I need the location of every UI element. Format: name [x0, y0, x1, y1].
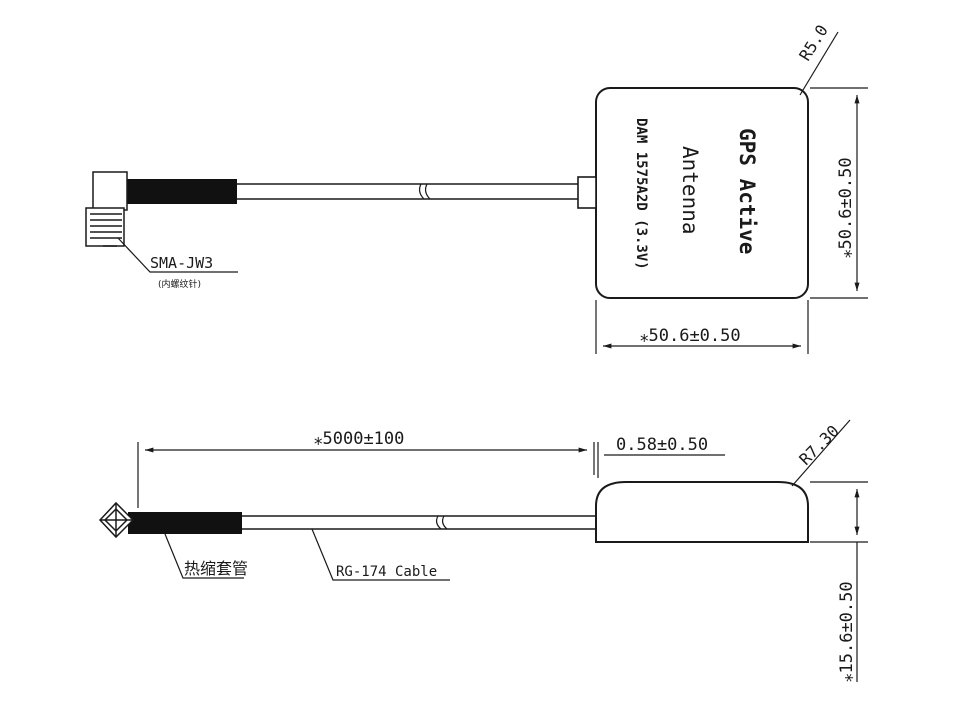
- antenna-body-side: [595, 481, 809, 543]
- cable-top: [236, 183, 578, 200]
- connector-leader: [117, 237, 238, 273]
- connector-note: (内螺纹针): [158, 278, 201, 290]
- heatshrink-top: [125, 179, 237, 204]
- antenna-label-model: DAM 1575A2D (3.3V): [633, 118, 649, 270]
- sma-connector-top: [85, 171, 128, 247]
- heatshrink-side: [128, 512, 242, 534]
- cable-leader: [311, 528, 450, 581]
- side-view: ⁎5000±100 0.58±0.50 R7.30 ⁎15.6±0.50 热缩套…: [98, 419, 868, 682]
- sma-connector-side: [98, 501, 135, 539]
- width-dim-top: ⁎50.6±0.50: [640, 326, 741, 346]
- antenna-label-title: GPS Active: [735, 128, 759, 254]
- cable-exit-top: [577, 176, 597, 209]
- offset-dim-side-lines: [597, 442, 725, 478]
- height-dim-side-lines: [810, 481, 868, 682]
- cable-side: [240, 515, 596, 530]
- height-dim-side: ⁎15.6±0.50: [837, 581, 857, 682]
- top-view: SMA-JW3 (内螺纹针) GPS Active Antenna DAM 15…: [85, 21, 868, 354]
- offset-dim-side: 0.58±0.50: [616, 435, 708, 455]
- radius-dim-top: R5.0: [795, 21, 832, 64]
- connector-name: SMA-JW3: [150, 254, 213, 272]
- height-dim-top-lines: [810, 87, 868, 299]
- heatshrink-label: 热缩套管: [184, 559, 248, 578]
- length-dim-side: ⁎5000±100: [314, 429, 404, 449]
- radius-leader-side: [791, 419, 851, 487]
- radius-leader-top: [799, 31, 839, 96]
- length-dim-side-lines: [137, 442, 595, 508]
- width-dim-top-lines: [595, 300, 809, 354]
- cable-label: RG-174 Cable: [336, 564, 437, 580]
- height-dim-top: ⁎50.6±0.50: [836, 157, 856, 258]
- radius-dim-side: R7.30: [795, 421, 842, 468]
- antenna-label-subtitle: Antenna: [678, 146, 702, 235]
- heatshrink-leader: [164, 533, 244, 579]
